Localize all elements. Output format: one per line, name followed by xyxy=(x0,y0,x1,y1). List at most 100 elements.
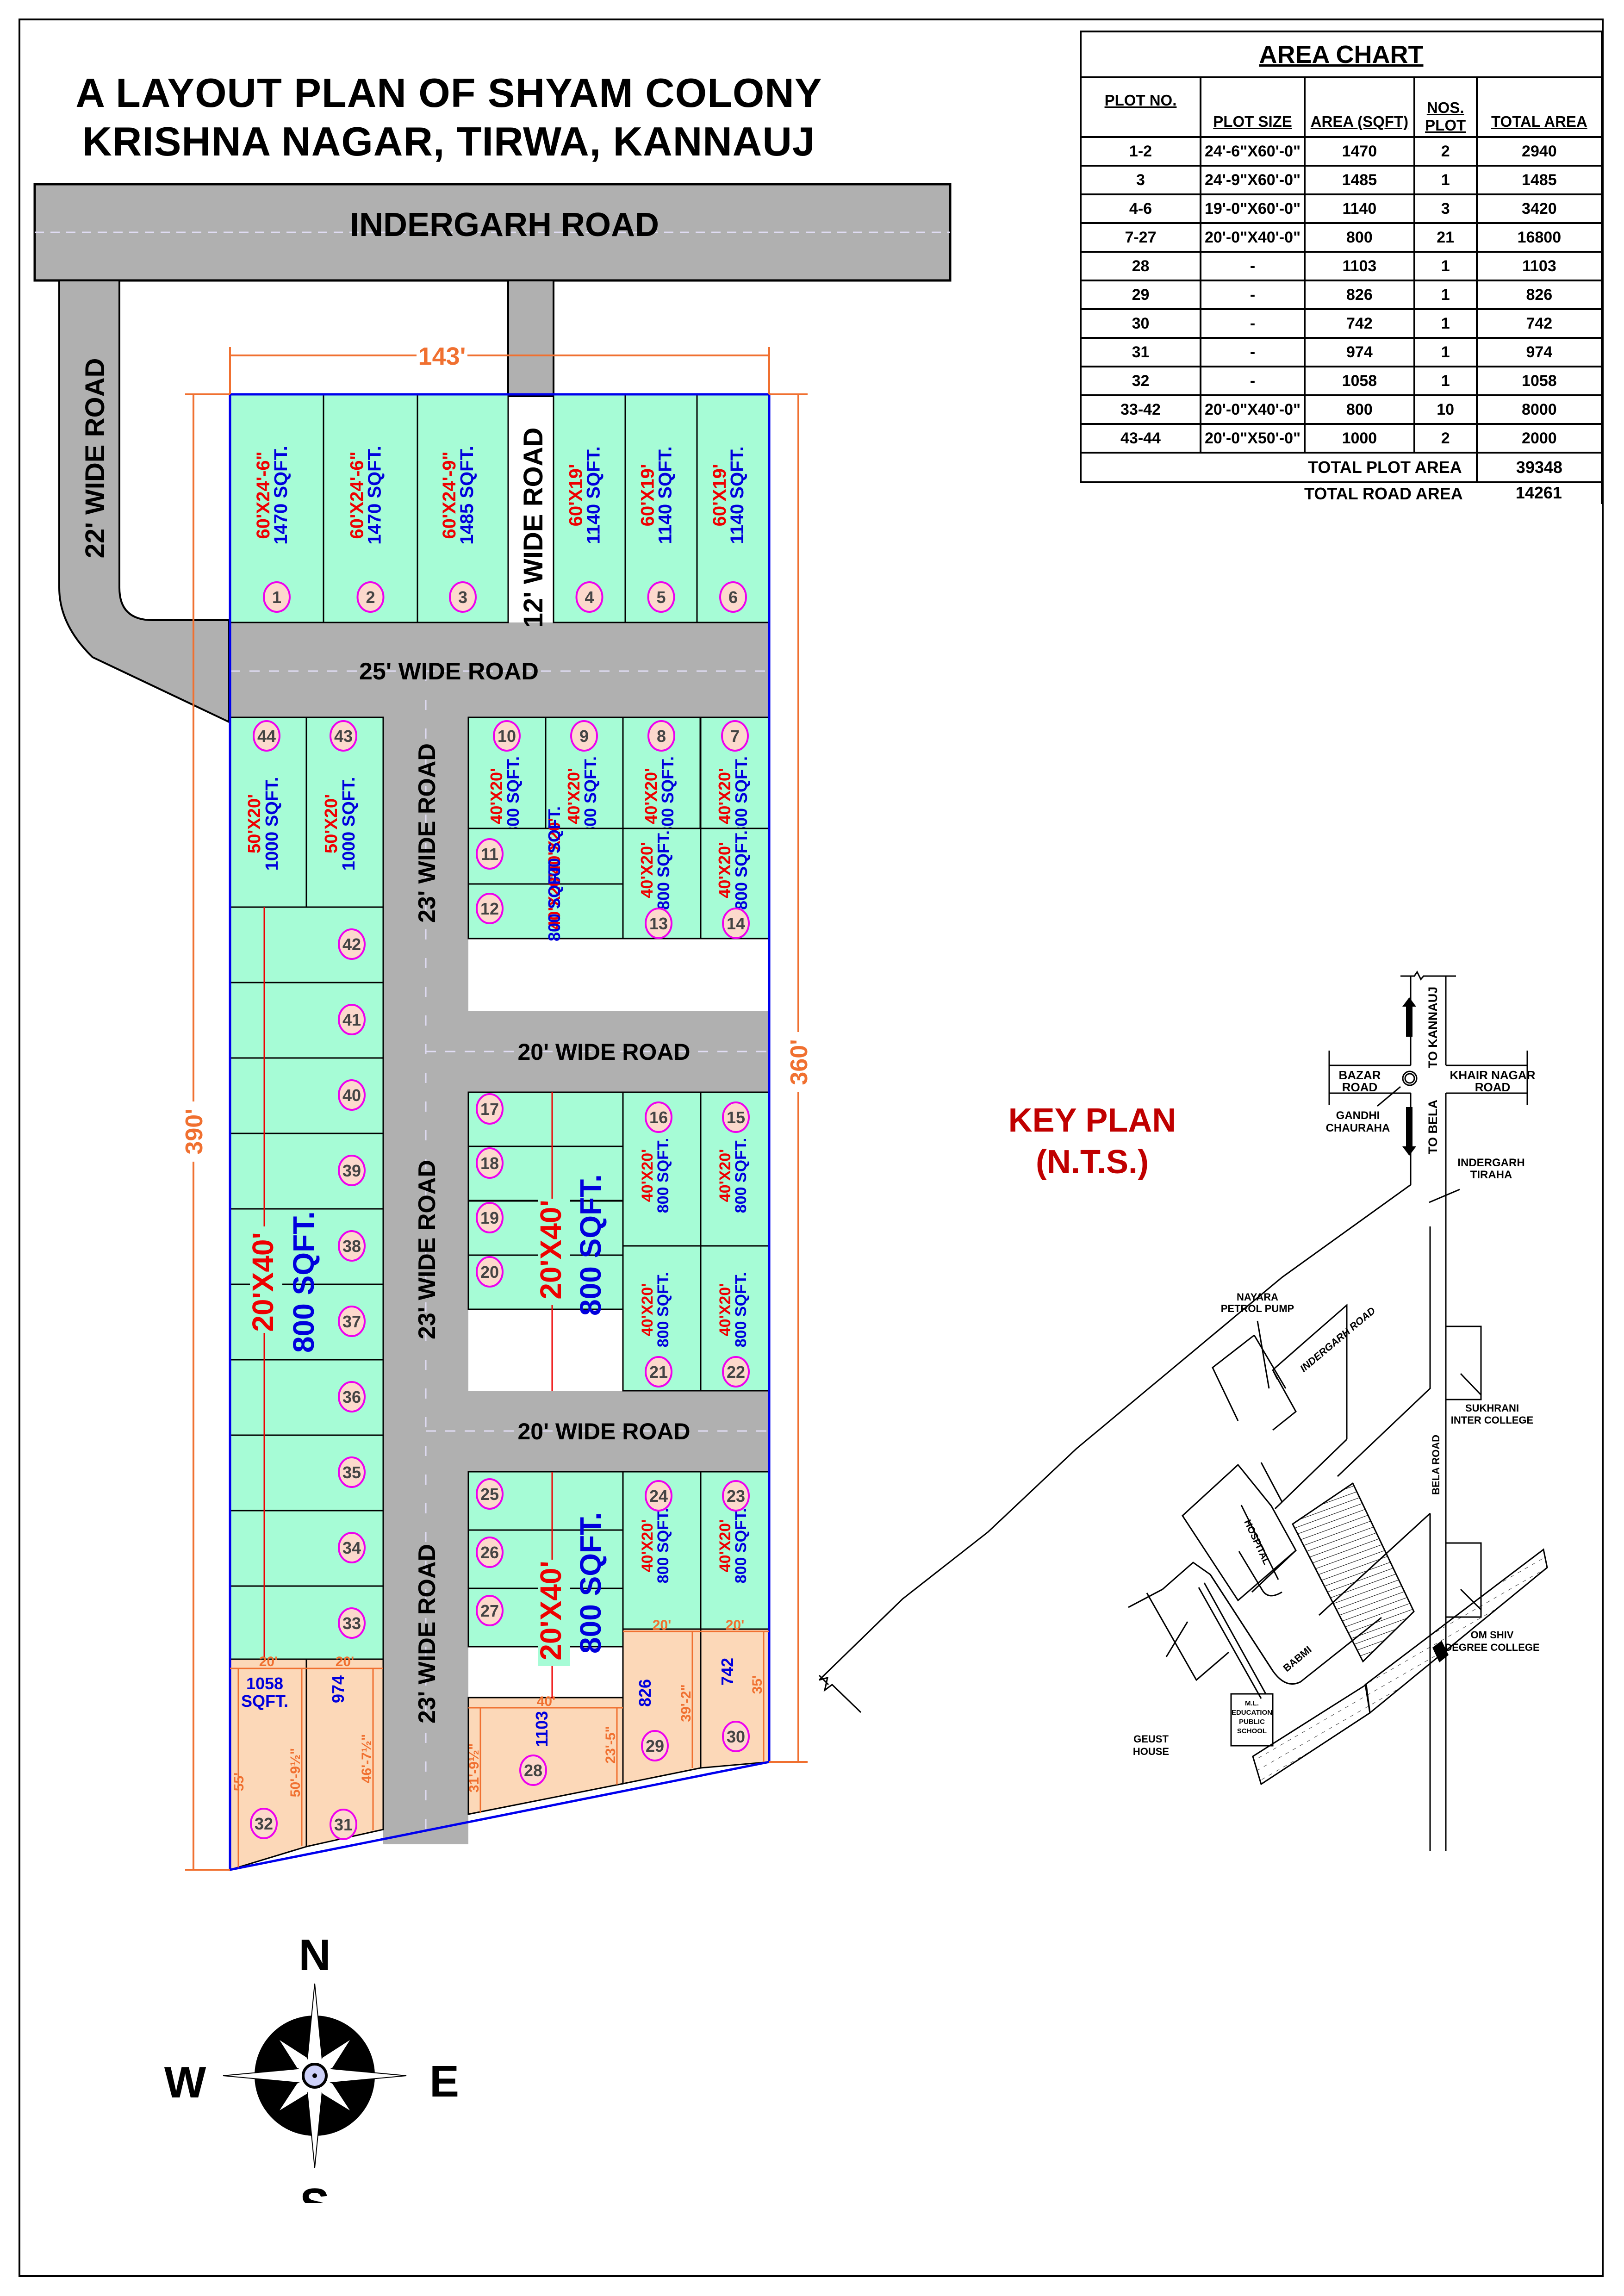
cell-nos: 2 xyxy=(1413,136,1478,167)
dim-p31-depth: 46'-7½" xyxy=(359,1734,374,1783)
total-road-area-label: TOTAL ROAD AREA xyxy=(1304,484,1463,503)
label-khair-nagar-1: KHAIR NAGAR xyxy=(1450,1068,1536,1082)
plot-43: 50'X20'1000 SQFT.43 xyxy=(305,716,384,908)
plot-number-badge: 6 xyxy=(719,581,747,613)
label-gandhi-1: GANDHI xyxy=(1336,1109,1380,1122)
layout-plan: 60'X24'-6"1470 SQFT.160'X24'-6"1470 SQFT… xyxy=(33,183,952,1872)
plot-number: 26 xyxy=(480,1543,499,1562)
plot-number-badge: 7 xyxy=(721,720,749,752)
plot-number-badge: 1 xyxy=(263,581,291,613)
plot-number-badge: 33 xyxy=(338,1607,366,1639)
plot-area-label: 800 SQFT. xyxy=(732,1508,750,1584)
header-plot-no: PLOT NO. xyxy=(1080,76,1201,138)
cell-area: 1058 xyxy=(1304,366,1415,396)
spine-road-upper-label: 23' WIDE ROAD xyxy=(414,743,441,923)
plot-35: 35 xyxy=(229,1434,384,1512)
cell-total: 742 xyxy=(1475,308,1603,339)
area-chart-title: AREA CHART xyxy=(1080,31,1603,78)
dim-p30-depth: 35' xyxy=(750,1675,765,1694)
plot-size-label: 40'X20' xyxy=(715,842,734,898)
plot-number: 16 xyxy=(649,1108,668,1127)
arrow-down-icon xyxy=(1402,1107,1416,1156)
cell-plot-no: 43-44 xyxy=(1080,423,1201,454)
cell-nos: 1 xyxy=(1413,280,1478,310)
label-gandhi-2: CHAURAHA xyxy=(1326,1122,1390,1134)
plot-number: 10 xyxy=(498,727,516,746)
plot-6: 60'X19'1140 SQFT.6 xyxy=(696,393,770,623)
plot-number: 40 xyxy=(342,1086,361,1105)
plot-size-label: 60'X24'-6" xyxy=(253,451,274,539)
label-school-2: EDUCATION xyxy=(1232,1709,1272,1717)
total-plot-area-label: TOTAL PLOT AREA xyxy=(1080,452,1478,483)
plot-number: 42 xyxy=(342,935,361,954)
cell-plot-size: 20'-0"X40'-0" xyxy=(1199,222,1306,253)
plot-3: 60'X24'-9"1485 SQFT.3 xyxy=(417,393,509,623)
plot-9: 40'X20'800 SQFT.9 xyxy=(545,716,624,836)
plot-number: 7 xyxy=(730,727,740,746)
plot-area-label: 1140 SQFT. xyxy=(727,446,747,544)
area-chart-table: AREA CHART PLOT NO. PLOT SIZE AREA (SQFT… xyxy=(1080,31,1603,504)
plot-number: 18 xyxy=(480,1154,499,1173)
plot-11: 40'X20'800 SQFT.11 xyxy=(467,806,624,886)
plot-size-label: 50'X20' xyxy=(245,794,264,853)
label-omshiv-1: OM SHIV xyxy=(1471,1629,1514,1641)
plot-34: 34 xyxy=(229,1510,384,1587)
plot-number: 14 xyxy=(727,914,745,933)
cell-nos: 1 xyxy=(1413,337,1478,367)
cell-plot-size: 24'-6"X60'-0" xyxy=(1199,136,1306,167)
compass-north: N xyxy=(299,1930,330,1980)
plot-25: 25 xyxy=(467,1471,624,1531)
plot-area-label: 800 SQFT. xyxy=(654,830,673,910)
cell-area: 800 xyxy=(1304,222,1415,253)
header-plot-size: PLOT SIZE xyxy=(1199,76,1306,138)
plot-number-badge: 18 xyxy=(476,1147,504,1179)
plot-number: 36 xyxy=(342,1388,361,1406)
dim-p28-east_depth: 23'-5" xyxy=(603,1726,618,1763)
label-school-4: SCHOOL xyxy=(1237,1727,1267,1735)
cell-nos: 2 xyxy=(1413,423,1478,454)
plot-number: 37 xyxy=(342,1312,361,1331)
cell-total: 1058 xyxy=(1475,366,1603,396)
plot-23: 40'X20'800 SQFT.23 xyxy=(700,1471,770,1630)
block-south-area: 800 SQFT. xyxy=(574,1512,607,1654)
compass-south: S xyxy=(300,2179,330,2203)
plot-number: 38 xyxy=(342,1237,361,1256)
plot-7: 40'X20'800 SQFT.7 xyxy=(700,716,770,836)
cell-area: 1103 xyxy=(1304,251,1415,281)
cell-nos: 1 xyxy=(1413,366,1478,396)
plot-number: 11 xyxy=(481,845,498,864)
plot-size-label: 40'X20' xyxy=(545,873,564,929)
plot-size-label: 50'X20' xyxy=(322,794,341,853)
plot-42: 42 xyxy=(229,906,384,983)
cell-area: 1000 xyxy=(1304,423,1415,454)
cell-nos: 1 xyxy=(1413,165,1478,195)
plot-area-label: 1140 SQFT. xyxy=(655,446,676,544)
cross-road-25ft xyxy=(230,622,769,717)
plot-size-label: 40'X20' xyxy=(639,1283,656,1336)
cell-plot-no: 28 xyxy=(1080,251,1201,281)
label-guest-2: HOUSE xyxy=(1133,1746,1169,1757)
plot-number: 21 xyxy=(649,1363,668,1381)
cell-area: 826 xyxy=(1304,280,1415,310)
cell-area: 974 xyxy=(1304,337,1415,367)
plot-number-badge: 20 xyxy=(476,1256,504,1288)
block-south-size: 20'X40' xyxy=(534,1561,567,1661)
dim-p29-depth: 39'-2" xyxy=(678,1684,694,1722)
plot-number: 6 xyxy=(728,588,738,607)
plot-number-badge: 23 xyxy=(722,1480,750,1512)
plot-number: 15 xyxy=(727,1108,745,1127)
plot-area-label: 1103 xyxy=(532,1711,551,1747)
plot-number: 34 xyxy=(342,1538,361,1557)
plot-number-badge: 10 xyxy=(493,720,521,752)
plot-area-label: 800 SQFT. xyxy=(545,806,564,886)
plot-number: 30 xyxy=(727,1727,745,1746)
plot-44: 50'X20'1000 SQFT.44 xyxy=(229,716,307,908)
label-to-kannauj: TO KANNAUJ xyxy=(1426,987,1440,1069)
plot-size-label: 40'X20' xyxy=(716,1519,734,1572)
plot-number-badge: 28 xyxy=(519,1755,547,1786)
plot-13: 40'X20'800 SQFT.13 xyxy=(622,828,702,940)
